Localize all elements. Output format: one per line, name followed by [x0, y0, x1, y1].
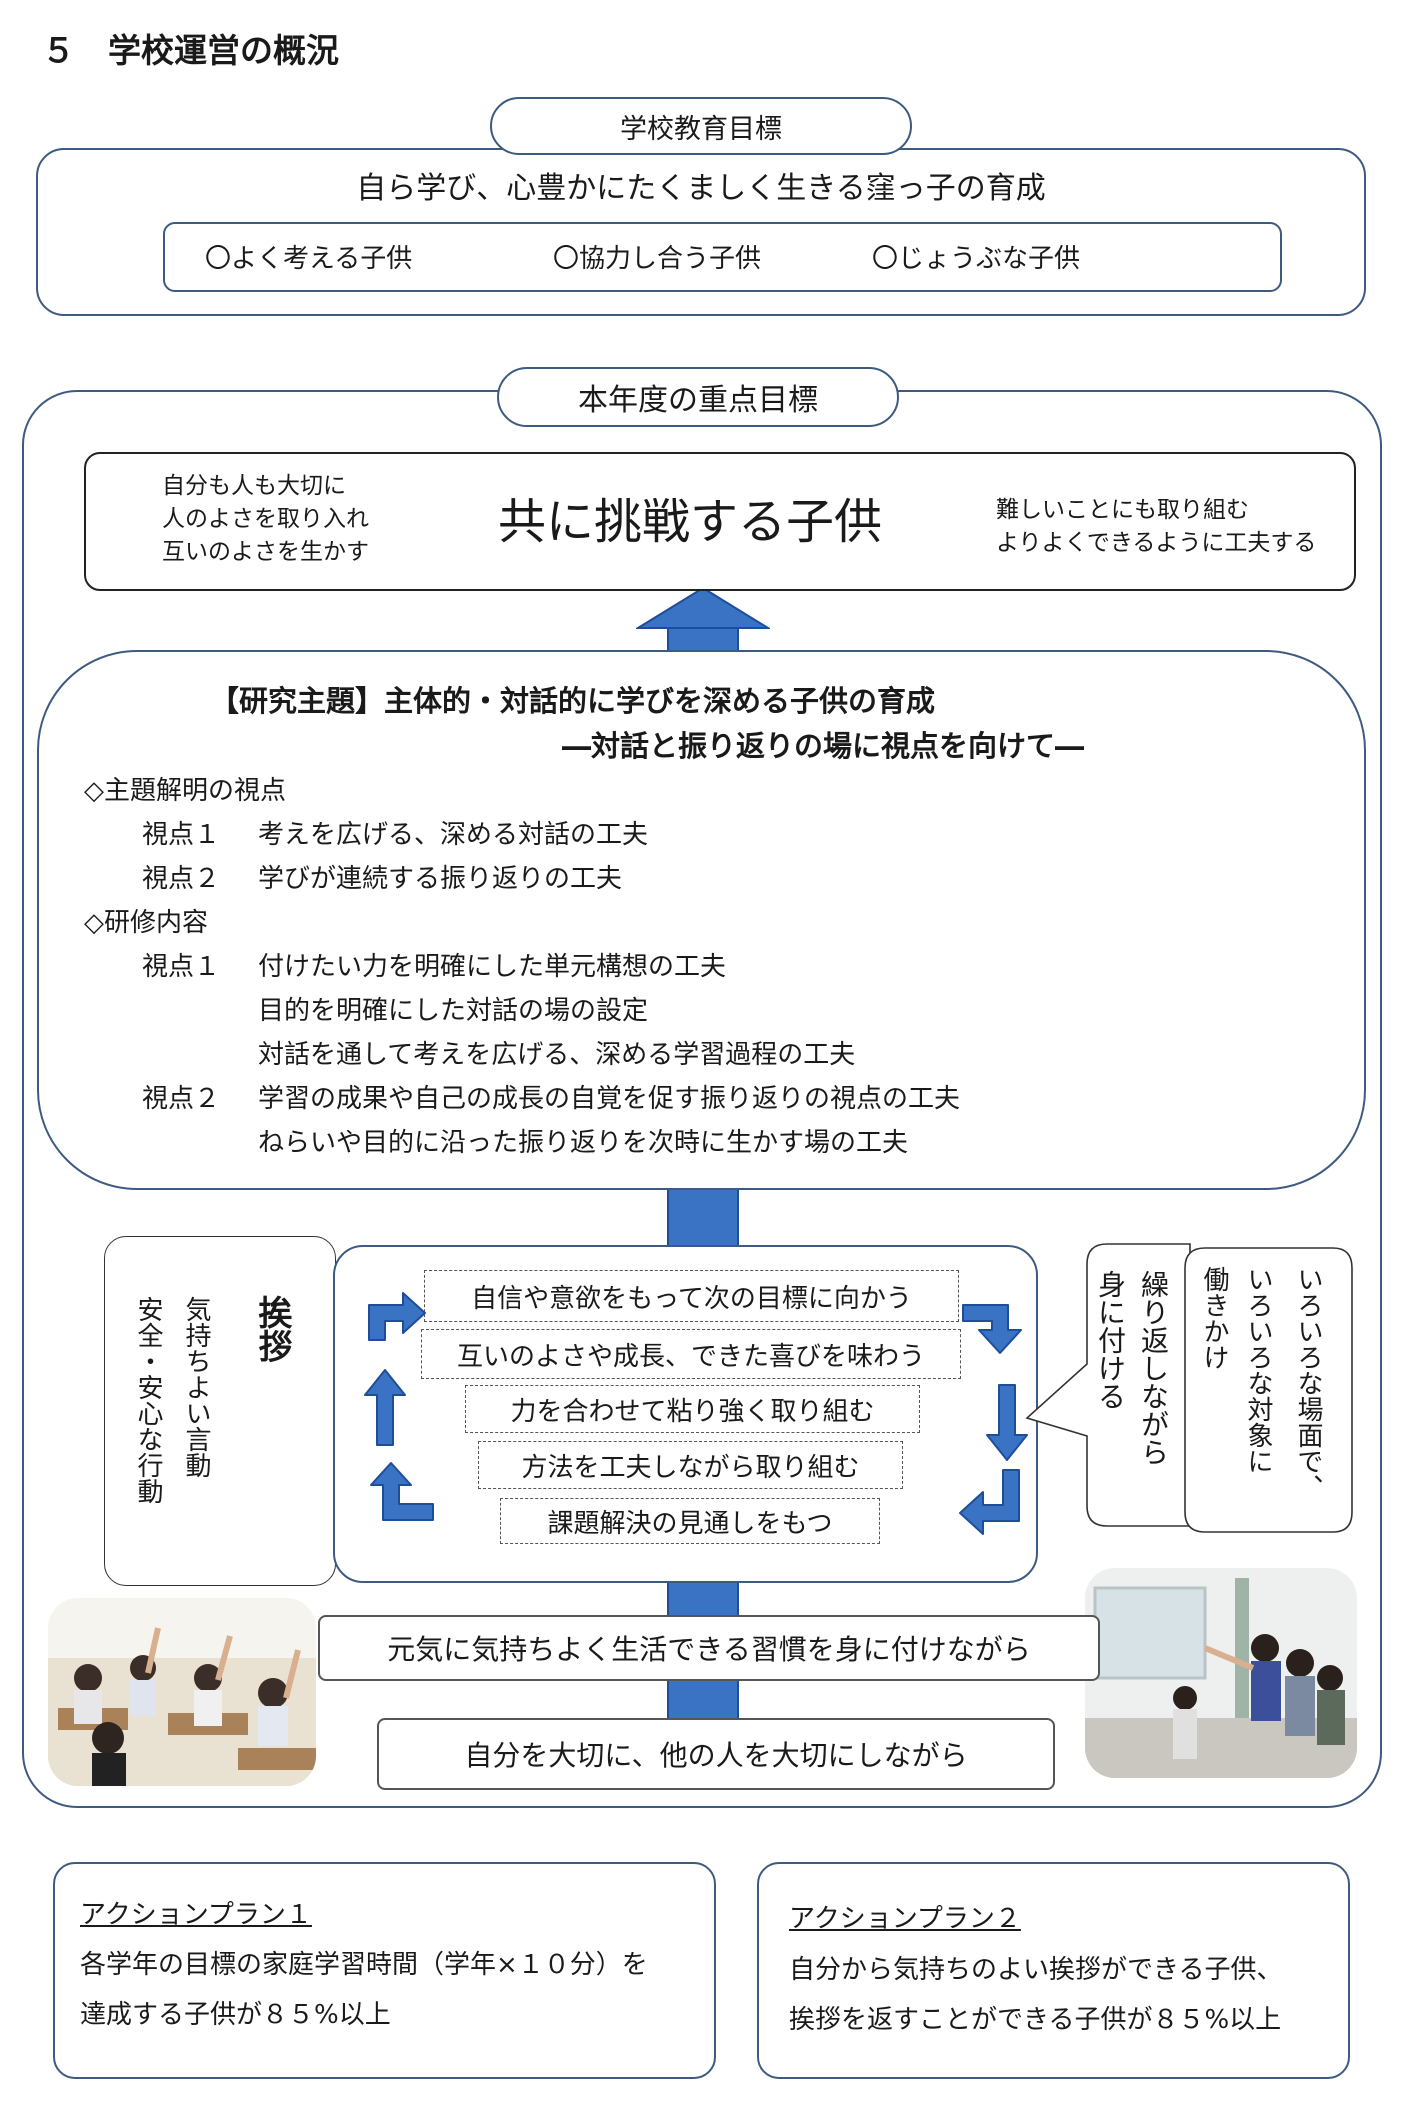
action-plan-2-line-1: 自分から気持ちのよい挨拶ができる子供、	[789, 1955, 1283, 1985]
callout-col-3: 働きかけ	[1199, 1266, 1229, 1370]
callout-col-4: 繰り返しながら	[1137, 1270, 1170, 1466]
priority-label: 本年度の重点目標	[497, 367, 899, 427]
training-1-line-3: 対話を通して考えを広げる、深める学習過程の工夫	[258, 1040, 856, 1070]
school-goal-items	[163, 222, 1282, 292]
action-plan-1-box	[53, 1862, 716, 2079]
goal-item-cooperate: 〇協力し合う子供	[553, 244, 762, 274]
action-plan-1-line-1: 各学年の目標の家庭学習時間（学年×１０分）を	[80, 1950, 648, 1980]
action-plan-2-box	[757, 1862, 1350, 2079]
cycle-step-1: 課題解決の見通しをもつ	[500, 1498, 880, 1544]
training-1-line-2: 目的を明確にした対話の場の設定	[258, 996, 649, 1026]
training-heading: ◇研修内容	[84, 908, 208, 938]
priority-left-line-3: 互いのよさを生かす	[162, 539, 369, 565]
priority-title: 共に挑戦する子供	[497, 494, 882, 550]
hallway-photo	[1085, 1568, 1357, 1778]
training-1-line-1: 付けたい力を明確にした単元構想の工夫	[258, 952, 727, 982]
greeting-col-1: 気持ちよい言動	[181, 1296, 211, 1478]
goal-item-think: 〇よく考える子供	[205, 244, 413, 274]
perspective-2-text: 学びが連続する振り返りの工夫	[258, 864, 623, 894]
perspective-heading: ◇主題解明の視点	[84, 776, 286, 806]
action-plan-2-title: アクションプラン２	[789, 1904, 1021, 1934]
research-box	[37, 650, 1366, 1190]
greeting-box	[104, 1236, 336, 1586]
priority-left-line-1: 自分も人も大切に	[162, 473, 346, 499]
training-2-line-2: ねらいや目的に沿った振り返りを次時に生かす場の工夫	[258, 1128, 909, 1158]
action-plan-1-line-2: 達成する子供が８５%以上	[80, 2000, 391, 2030]
callout-shape	[1025, 1243, 1353, 1533]
training-1-label: 視点１	[142, 952, 221, 982]
callout-col-1: いろいろな場面で、	[1293, 1266, 1323, 1500]
priority-left-line-2: 人のよさを取り入れ	[162, 506, 369, 532]
page-heading: ５ 学校運営の概況	[42, 31, 339, 70]
classroom-photo	[48, 1598, 316, 1786]
training-2-label: 視点２	[142, 1084, 221, 1114]
action-plan-2-line-2: 挨拶を返すことができる子供が８５%以上	[789, 2005, 1282, 2035]
perspective-1-label: 視点１	[142, 820, 221, 850]
research-theme: 【研究主題】主体的・対話的に学びを深める子供の育成	[210, 684, 936, 718]
perspective-2-label: 視点２	[142, 864, 221, 894]
greeting-title: 挨拶	[252, 1295, 292, 1363]
callout-col-5: 身に付ける	[1094, 1270, 1127, 1410]
action-plan-1-title: アクションプラン１	[80, 1900, 312, 1930]
cycle-step-5: 自信や意欲をもって次の目標に向かう	[424, 1270, 959, 1322]
research-subtheme: ―対話と振り返りの場に視点を向けて―	[562, 729, 1085, 763]
callout-col-2: いろいろな対象に	[1243, 1266, 1273, 1474]
goal-item-healthy: 〇じょうぶな子供	[872, 244, 1081, 274]
foundation-line-2: 自分を大切に、他の人を大切にしながら	[377, 1718, 1055, 1790]
perspective-1-text: 考えを広げる、深める対話の工夫	[258, 820, 649, 850]
cycle-step-2: 方法を工夫しながら取り組む	[478, 1441, 903, 1489]
cycle-step-3: 力を合わせて粘り強く取り組む	[465, 1385, 920, 1433]
school-goal-label: 学校教育目標	[490, 97, 912, 155]
cycle-arrows-icon	[364, 1292, 1028, 1535]
cycle-step-4: 互いのよさや成長、できた喜びを味わう	[421, 1329, 961, 1379]
foundation-line-1: 元気に気持ちよく生活できる習慣を身に付けながら	[318, 1615, 1100, 1681]
school-goal-main: 自ら学び、心豊かにたくましく生きる窪っ子の育成	[356, 171, 1046, 206]
greeting-col-2: 安全・安心な行動	[133, 1296, 163, 1504]
priority-right-line-2: よりよくできるように工夫する	[996, 530, 1317, 556]
priority-right-line-1: 難しいことにも取り組む	[996, 497, 1249, 523]
training-2-line-1: 学習の成果や自己の成長の自覚を促す振り返りの視点の工夫	[258, 1084, 961, 1114]
up-arrow-head-icon	[636, 586, 770, 629]
priority-box	[84, 452, 1356, 591]
